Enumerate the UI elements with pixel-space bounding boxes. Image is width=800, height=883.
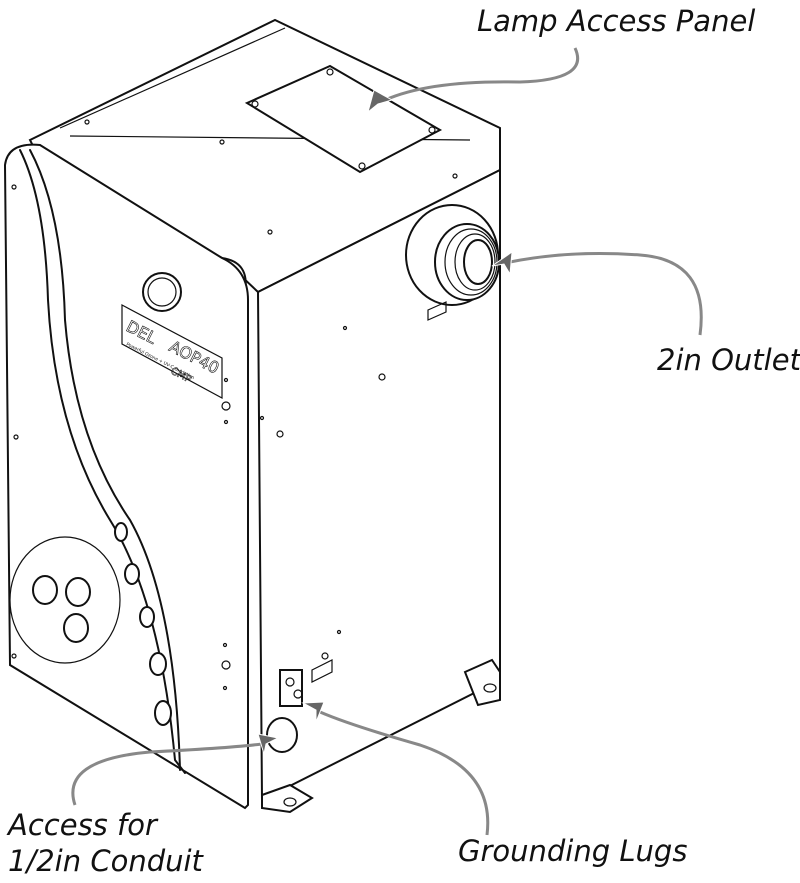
front-panel <box>3 143 249 810</box>
logo-plate <box>121 304 223 400</box>
callout-2in-outlet: 2in Outlet <box>657 343 800 377</box>
mount-foot <box>463 658 501 707</box>
conduit-access-hole <box>266 717 298 753</box>
lamp-access-panel <box>244 64 443 174</box>
power-switch <box>142 272 182 312</box>
side-ports <box>114 522 172 726</box>
front-port-plate <box>9 536 121 664</box>
callout-lamp-access-panel: Lamp Access Panel <box>477 4 756 38</box>
outlet-2in <box>405 204 500 306</box>
callout-grounding-lugs: Grounding Lugs <box>458 834 688 868</box>
callout-conduit-line2: 1/2in Conduit <box>8 844 203 878</box>
grounding-lugs <box>279 669 303 707</box>
callout-conduit-line1: Access for <box>8 808 157 842</box>
